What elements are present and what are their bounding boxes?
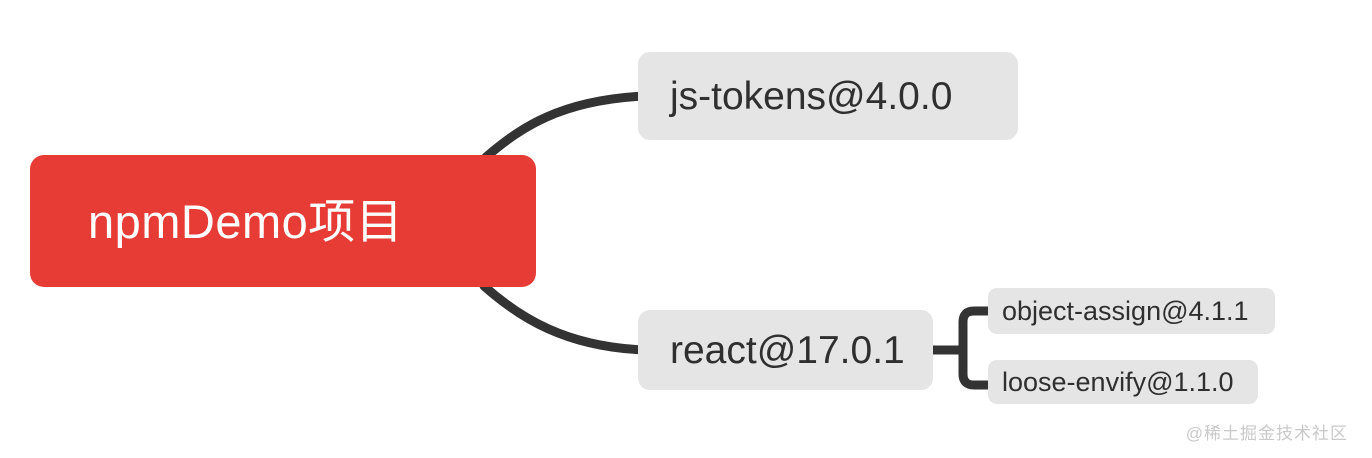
watermark: @稀土掘金技术社区 bbox=[1185, 424, 1348, 443]
node-root-npmdemo[interactable]: npmDemo项目 bbox=[30, 155, 536, 287]
node-js-tokens-label: js-tokens@4.0.0 bbox=[670, 74, 953, 118]
connector-root-to-js-tokens bbox=[481, 91, 650, 162]
node-loose-envify-label: loose-envify@1.1.0 bbox=[1002, 366, 1234, 397]
node-loose-envify[interactable]: loose-envify@1.1.0 bbox=[988, 360, 1258, 404]
node-root-label: npmDemo项目 bbox=[88, 194, 404, 248]
node-js-tokens[interactable]: js-tokens@4.0.0 bbox=[638, 52, 1018, 140]
node-react-label: react@17.0.1 bbox=[670, 328, 905, 372]
node-object-assign[interactable]: object-assign@4.1.1 bbox=[988, 288, 1275, 334]
node-react[interactable]: react@17.0.1 bbox=[638, 310, 933, 390]
node-object-assign-label: object-assign@4.1.1 bbox=[1002, 295, 1249, 326]
connector-root-to-react bbox=[479, 281, 650, 355]
